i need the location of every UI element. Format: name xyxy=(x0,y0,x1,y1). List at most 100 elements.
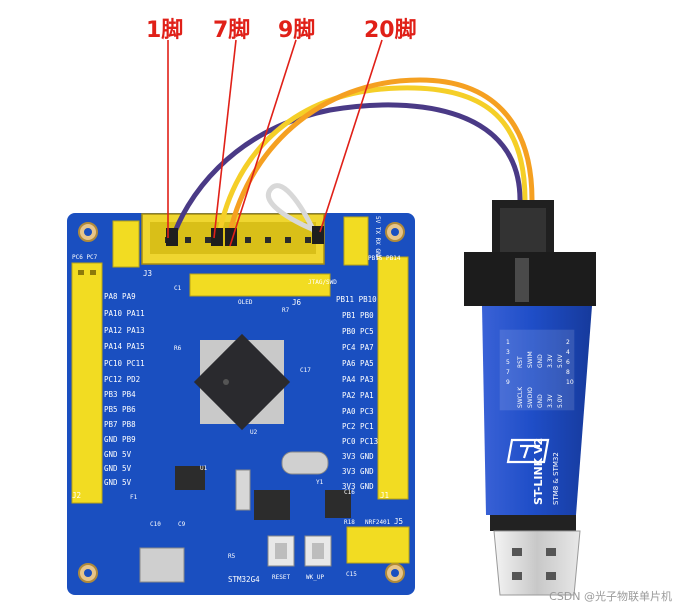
label-oled: OLED xyxy=(238,299,253,306)
stlink-pin-50-r: 5.0V xyxy=(557,393,564,408)
label-3v3-2: 3V3 GND xyxy=(342,467,374,476)
label-y1: Y1 xyxy=(316,479,324,486)
usb-plug xyxy=(490,515,581,596)
reset-button xyxy=(267,535,295,567)
label-serial: 5V TX RX GND xyxy=(374,216,381,260)
label-c17: C17 xyxy=(300,367,311,374)
label-r5: R5 xyxy=(228,553,236,560)
label-gnd-5v-2: GND 5V xyxy=(104,464,132,473)
label-pc0: PC0 PC13 xyxy=(342,437,378,446)
label-r6: R6 xyxy=(174,345,182,352)
pin-label-20: 20脚 xyxy=(364,18,417,43)
dupont-wires xyxy=(169,77,535,245)
label-u2: U2 xyxy=(250,429,258,436)
label-c9: C9 xyxy=(178,521,186,528)
wire-purple xyxy=(169,102,523,243)
pin-label-7: 7脚 xyxy=(213,18,251,43)
stm32-board: PC6 PC7 PA8 PA9 PA10 PA11 PA12 PA13 PA14… xyxy=(67,213,415,595)
label-3v3-3: 3V3 GND xyxy=(342,482,374,491)
stlink-num-4: 4 xyxy=(566,349,570,356)
label-pb1: PB1 PB0 xyxy=(342,311,374,320)
stlink-pin-swim: SWIM xyxy=(527,351,534,368)
wkup-button xyxy=(304,535,332,567)
oled-header xyxy=(189,273,331,297)
stlink-sub: STM8 & STM32 xyxy=(552,452,560,505)
stlink-name: ST-LINK V2 xyxy=(532,438,545,505)
label-c1: C1 xyxy=(174,285,182,292)
label-pa6: PA6 PA5 xyxy=(342,359,374,368)
label-pb0: PB0 PC5 xyxy=(342,327,374,336)
pin-label-9: 9脚 xyxy=(278,18,316,43)
stlink-num-8: 8 xyxy=(566,369,570,376)
stlink-pin-33-r: 3.3V xyxy=(547,393,554,408)
label-pa0: PA0 PC3 xyxy=(342,407,374,416)
right-pin-header xyxy=(377,256,409,500)
label-j1: J1 xyxy=(380,491,389,500)
stlink-pin-swclk: SWCLK xyxy=(517,386,524,408)
label-pc4: PC4 PA7 xyxy=(342,343,374,352)
label-gnd-5v-3: GND 5V xyxy=(104,478,132,487)
label-wkup: WK_UP xyxy=(306,574,324,581)
label-pc2: PC2 PC1 xyxy=(342,422,374,431)
label-3v3-1: 3V3 GND xyxy=(342,452,374,461)
label-gnd-5v-1: GND 5V xyxy=(104,450,132,459)
serial-header xyxy=(343,216,369,266)
label-pa8: PA8 PA9 xyxy=(104,292,136,301)
stlink-num-3: 3 xyxy=(506,349,510,356)
label-gnd-pb9: GND PB9 xyxy=(104,435,136,444)
stlink-pin-50-l: 5.0V xyxy=(557,353,564,368)
label-c15: C15 xyxy=(346,571,357,578)
stlink-pin-swdio: SWDIO xyxy=(527,387,534,408)
label-r18: R18 xyxy=(344,519,355,526)
label-j2: J2 xyxy=(72,491,81,500)
label-c10: C10 xyxy=(150,521,161,528)
label-pc10: PC10 PC11 xyxy=(104,359,145,368)
wire-white xyxy=(265,183,323,243)
stlink-pin-gnd-l: GND xyxy=(537,354,544,368)
pin-label-1: 1脚 xyxy=(146,18,184,43)
stlink-pin-rst: RST xyxy=(517,356,524,368)
label-reset: RESET xyxy=(272,574,290,581)
label-pb7: PB7 PB8 xyxy=(104,420,136,429)
label-pb15: PB15 PB14 xyxy=(368,255,401,262)
label-c16: C16 xyxy=(344,489,355,496)
label-pb3: PB3 PB4 xyxy=(104,390,136,399)
label-f1: F1 xyxy=(130,494,138,501)
small-header-top-left xyxy=(112,220,140,268)
watermark: CSDN @光子物联单片机 xyxy=(549,590,672,603)
stlink-num-10: 10 xyxy=(566,379,574,386)
regulator xyxy=(175,466,205,490)
label-nrf: NRF2401 xyxy=(365,519,391,526)
label-pc12: PC12 PD2 xyxy=(104,375,140,384)
label-r7: R7 xyxy=(282,307,290,314)
stlink-num-7: 7 xyxy=(506,369,510,376)
label-pa2: PA2 PA1 xyxy=(342,391,374,400)
label-j6: J6 xyxy=(292,298,302,307)
label-pa12: PA12 PA13 xyxy=(104,326,145,335)
left-pin-header xyxy=(71,262,103,504)
label-jtag: JTAG/SWD xyxy=(308,279,337,286)
stlink-pin-table xyxy=(499,329,575,411)
stlink-num-2: 2 xyxy=(566,339,570,346)
st-logo xyxy=(506,438,550,464)
stlink-pin-gnd-r: GND xyxy=(537,394,544,408)
mounting-holes xyxy=(78,222,405,583)
stlink-pin-33-l: 3.3V xyxy=(547,353,554,368)
crystal xyxy=(281,451,329,475)
label-pa4: PA4 PA3 xyxy=(342,375,374,384)
nrf-header xyxy=(346,526,410,564)
label-u1: U1 xyxy=(200,465,208,472)
wire-orange xyxy=(225,77,535,245)
label-j5: J5 xyxy=(394,517,403,526)
stlink-num-1: 1 xyxy=(506,339,510,346)
label-mcu: STM32G4 xyxy=(228,575,260,584)
stlink-num-9: 9 xyxy=(506,379,510,386)
label-pa14: PA14 PA15 xyxy=(104,342,145,351)
wire-yellow xyxy=(215,85,528,245)
stlink-num-5: 5 xyxy=(506,359,510,366)
label-pb11: PB11 PB10 xyxy=(336,295,377,304)
label-pb5: PB5 PB6 xyxy=(104,405,136,414)
label-pc6-pc7: PC6 PC7 xyxy=(72,254,98,261)
callout-lines xyxy=(167,39,383,247)
